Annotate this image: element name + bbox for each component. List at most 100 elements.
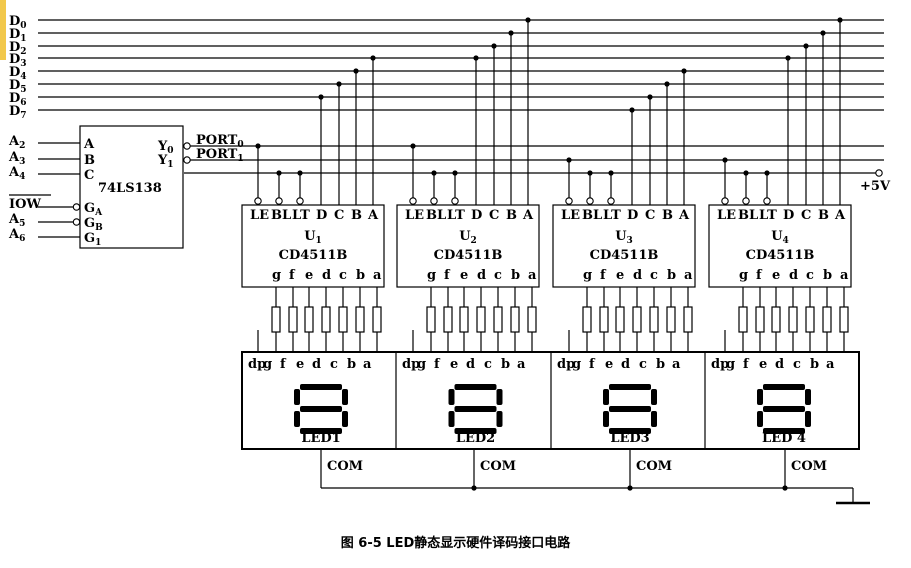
chip-part: CD4511B	[434, 248, 503, 263]
segment	[300, 428, 342, 434]
resistor	[771, 306, 781, 333]
bus-label-d7: D7	[9, 104, 27, 121]
led-pin-b: b	[810, 357, 819, 372]
junction-dot	[629, 107, 635, 113]
address-label-0: A2	[8, 134, 25, 151]
resistor	[426, 306, 436, 333]
inversion-bubble	[430, 197, 438, 205]
chip-pin-lt: LT	[292, 208, 310, 223]
led-pin-e: e	[296, 357, 304, 372]
chip-ref-u2: U2	[459, 229, 477, 246]
resistor	[632, 306, 642, 333]
chip-out-d: d	[789, 268, 798, 283]
bus-label-d1: D1	[9, 27, 27, 44]
chip-pin-d: D	[627, 208, 638, 223]
resistor	[805, 306, 815, 333]
junction-dot	[276, 170, 282, 176]
resistor	[755, 306, 765, 333]
chip-out-d: d	[633, 268, 642, 283]
chip-out-e: e	[460, 268, 468, 283]
inversion-bubble	[451, 197, 459, 205]
segment	[496, 389, 503, 405]
resistor	[288, 306, 298, 333]
decoder-pin-b: B	[84, 153, 95, 168]
led-pin-f: f	[280, 357, 287, 372]
chip-out-f: f	[289, 268, 296, 283]
resistor	[304, 306, 314, 333]
segment	[454, 428, 497, 434]
inversion-bubble	[254, 197, 262, 205]
led-pin-a: a	[672, 357, 681, 372]
segment	[294, 389, 300, 405]
chip-out-a: a	[840, 268, 849, 283]
resistor	[599, 306, 609, 333]
chip-part: CD4511B	[590, 248, 659, 263]
junction-dot	[452, 170, 458, 176]
resistor	[510, 306, 520, 333]
decoder-pin-a: A	[83, 137, 95, 152]
junction-dot	[647, 94, 653, 100]
chip-out-d: d	[322, 268, 331, 283]
resistor	[476, 306, 486, 333]
chip-out-g: g	[427, 268, 436, 283]
resistor	[372, 306, 382, 333]
inversion-bubble	[607, 197, 615, 205]
bus-label-d5: D5	[9, 78, 27, 95]
chip-pin-a: A	[522, 208, 534, 223]
junction-dot	[525, 17, 531, 23]
segment	[448, 411, 455, 427]
decoder-out-y0: Y0	[157, 139, 174, 156]
chip-ref-u4: U4	[771, 229, 789, 246]
com-label-4: COM	[791, 459, 827, 474]
led-pin-a: a	[363, 357, 372, 372]
segment	[294, 411, 300, 427]
bus-label-d0: D0	[9, 14, 27, 31]
chip-pin-d: D	[783, 208, 794, 223]
led-pin-dp: dp	[711, 357, 729, 372]
inversion-bubble	[586, 197, 594, 205]
chip-out-b: b	[667, 268, 676, 283]
segment	[496, 411, 503, 427]
segment	[757, 389, 763, 405]
com-label-3: COM	[636, 459, 672, 474]
junction-dot	[743, 170, 749, 176]
enable-label-2: A6	[8, 227, 25, 244]
chip-out-g: g	[739, 268, 748, 283]
com-label-1: COM	[327, 459, 363, 474]
decoder-enable-ga: GA	[84, 201, 103, 218]
inversion-bubble	[72, 218, 81, 226]
resistor	[493, 306, 503, 333]
led-pin-g: g	[572, 357, 581, 372]
chip-pin-le: LE	[717, 208, 736, 223]
junction-dot	[764, 170, 770, 176]
chip-body-u1	[241, 204, 385, 288]
chip-pin-bl: BL	[582, 208, 602, 223]
chip-pin-c: C	[645, 208, 655, 223]
resistor	[839, 306, 849, 333]
chip-pin-bl: BL	[426, 208, 446, 223]
resistor	[443, 306, 453, 333]
chip-out-f: f	[756, 268, 763, 283]
segment	[454, 406, 497, 412]
junction-dot	[837, 17, 843, 23]
chip-out-a: a	[684, 268, 693, 283]
junction-dot	[587, 170, 593, 176]
bus-label-d3: D3	[9, 52, 27, 69]
chip-part: CD4511B	[746, 248, 815, 263]
led-pin-dp: dp	[248, 357, 266, 372]
junction-dot	[297, 170, 303, 176]
chip-body-u3	[552, 204, 696, 288]
chip-body-u2	[396, 204, 540, 288]
segment	[651, 389, 657, 405]
led-pin-c: c	[639, 357, 647, 372]
chip-out-c: c	[494, 268, 502, 283]
segment	[805, 389, 811, 405]
junction-dot	[681, 68, 687, 74]
resistor	[788, 306, 798, 333]
segment	[651, 411, 657, 427]
resistor	[683, 306, 693, 333]
inversion-bubble	[409, 197, 417, 205]
led-pin-dp: dp	[557, 357, 575, 372]
chip-out-c: c	[650, 268, 658, 283]
led-label-4: LED 4	[762, 431, 806, 446]
